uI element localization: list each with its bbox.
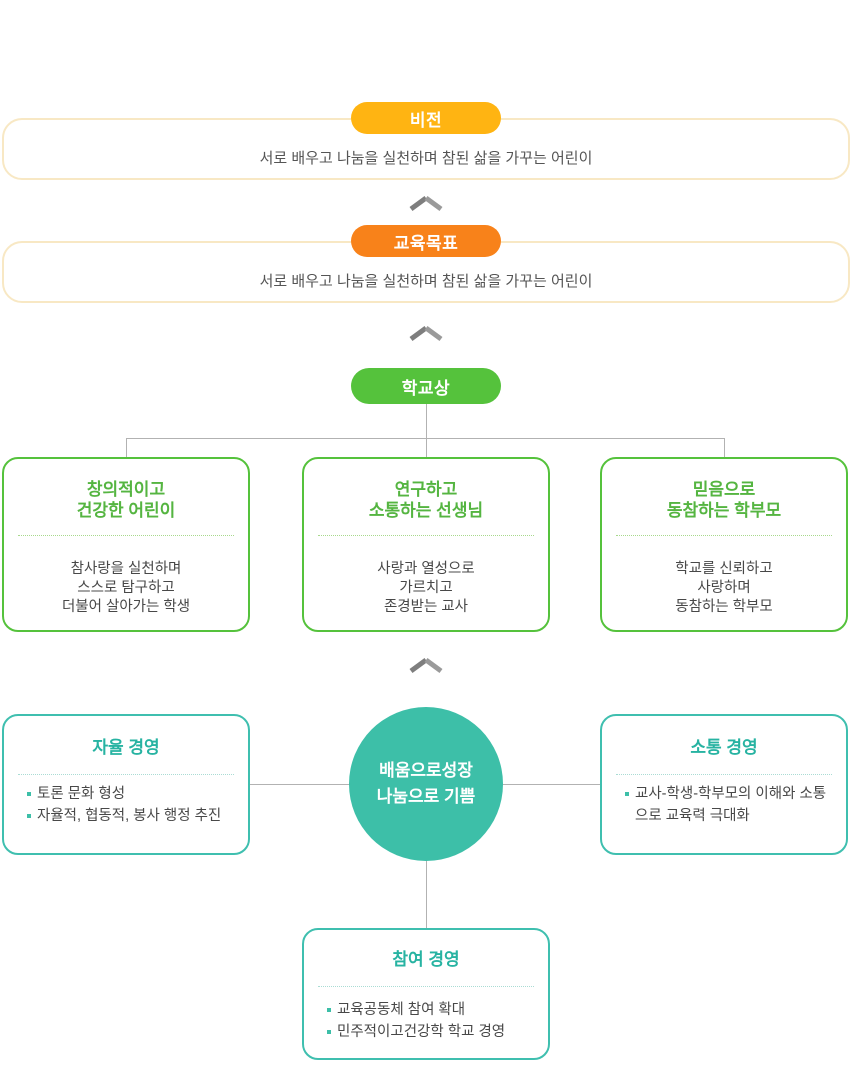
management-item: 자율적, 협동적, 봉사 행정 추진 bbox=[24, 805, 242, 827]
management-box-participation: 참여 경영 교육공동체 참여 확대 민주적이고건강학 학교 경영 bbox=[302, 928, 550, 1060]
management-item-list: 교육공동체 참여 확대 민주적이고건강학 학교 경영 bbox=[304, 999, 548, 1043]
dotted-divider bbox=[616, 774, 832, 775]
connector-line bbox=[426, 858, 427, 928]
connector-line bbox=[724, 438, 725, 458]
management-item-list: 토론 문화 형성 자율적, 협동적, 봉사 행정 추진 bbox=[4, 783, 248, 827]
dotted-divider bbox=[616, 535, 832, 536]
management-box-autonomy: 자율 경영 토론 문화 형성 자율적, 협동적, 봉사 행정 추진 bbox=[2, 714, 250, 855]
management-box-title: 소통 경영 bbox=[690, 738, 758, 757]
school-box-title: 믿음으로 동참하는 학부모 bbox=[666, 480, 782, 520]
management-item: 교사-학생-학부모의 이해와 소통 으로 교육력 극대화 bbox=[622, 783, 840, 827]
school-badge: 학교상 bbox=[351, 368, 501, 404]
goal-text: 서로 배우고 나눔을 실천하며 참된 삶을 가꾸는 어린이 bbox=[259, 272, 593, 290]
connector-line bbox=[126, 438, 724, 439]
management-item-list: 교사-학생-학부모의 이해와 소통 으로 교육력 극대화 bbox=[602, 783, 846, 827]
school-badge-label: 학교상 bbox=[401, 378, 451, 398]
management-box-title: 참여 경영 bbox=[392, 950, 460, 969]
management-box-communication: 소통 경영 교사-학생-학부모의 이해와 소통 으로 교육력 극대화 bbox=[600, 714, 848, 855]
connector-line bbox=[126, 438, 127, 458]
management-item: 토론 문화 형성 bbox=[24, 783, 242, 805]
school-box-title: 창의적이고 건강한 어린이 bbox=[76, 480, 176, 520]
school-box-title: 연구하고 소통하는 선생님 bbox=[368, 480, 484, 520]
school-box-parents: 믿음으로 동참하는 학부모 학교를 신뢰하고 사랑하며 동참하는 학부모 bbox=[600, 457, 848, 632]
vision-badge-label: 비전 bbox=[409, 110, 443, 130]
management-box-title: 자율 경영 bbox=[92, 738, 160, 757]
goal-badge-label: 교육목표 bbox=[393, 233, 459, 253]
goal-badge: 교육목표 bbox=[351, 225, 501, 257]
management-item: 민주적이고건강학 학교 경영 bbox=[324, 1021, 542, 1043]
connector-line bbox=[426, 438, 427, 458]
goal-box: 서로 배우고 나눔을 실천하며 참된 삶을 가꾸는 어린이 bbox=[2, 241, 850, 303]
management-circle-text: 배움으로성장 나눔으로 기쁨 bbox=[376, 761, 476, 806]
connector-line bbox=[500, 784, 600, 785]
dotted-divider bbox=[318, 986, 534, 987]
dotted-divider bbox=[18, 774, 234, 775]
chevron-up-icon bbox=[408, 194, 444, 212]
school-box-body: 학교를 신뢰하고 사랑하며 동참하는 학부모 bbox=[675, 561, 773, 615]
management-item: 교육공동체 참여 확대 bbox=[324, 999, 542, 1021]
chevron-up-icon bbox=[408, 656, 444, 674]
chevron-up-icon bbox=[408, 324, 444, 342]
management-circle: 배움으로성장 나눔으로 기쁨 bbox=[349, 707, 503, 861]
vision-badge: 비전 bbox=[351, 102, 501, 134]
school-box-body: 사랑과 열성으로 가르치고 존경받는 교사 bbox=[377, 561, 475, 615]
school-box-teachers: 연구하고 소통하는 선생님 사랑과 열성으로 가르치고 존경받는 교사 bbox=[302, 457, 550, 632]
connector-line bbox=[250, 784, 352, 785]
connector-line bbox=[426, 403, 427, 438]
school-box-children: 창의적이고 건강한 어린이 참사랑을 실천하며 스스로 탐구하고 더불어 살아가… bbox=[2, 457, 250, 632]
dotted-divider bbox=[18, 535, 234, 536]
dotted-divider bbox=[318, 535, 534, 536]
vision-text: 서로 배우고 나눔을 실천하며 참된 삶을 가꾸는 어린이 bbox=[259, 149, 593, 167]
school-box-body: 참사랑을 실천하며 스스로 탐구하고 더불어 살아가는 학생 bbox=[61, 561, 191, 615]
